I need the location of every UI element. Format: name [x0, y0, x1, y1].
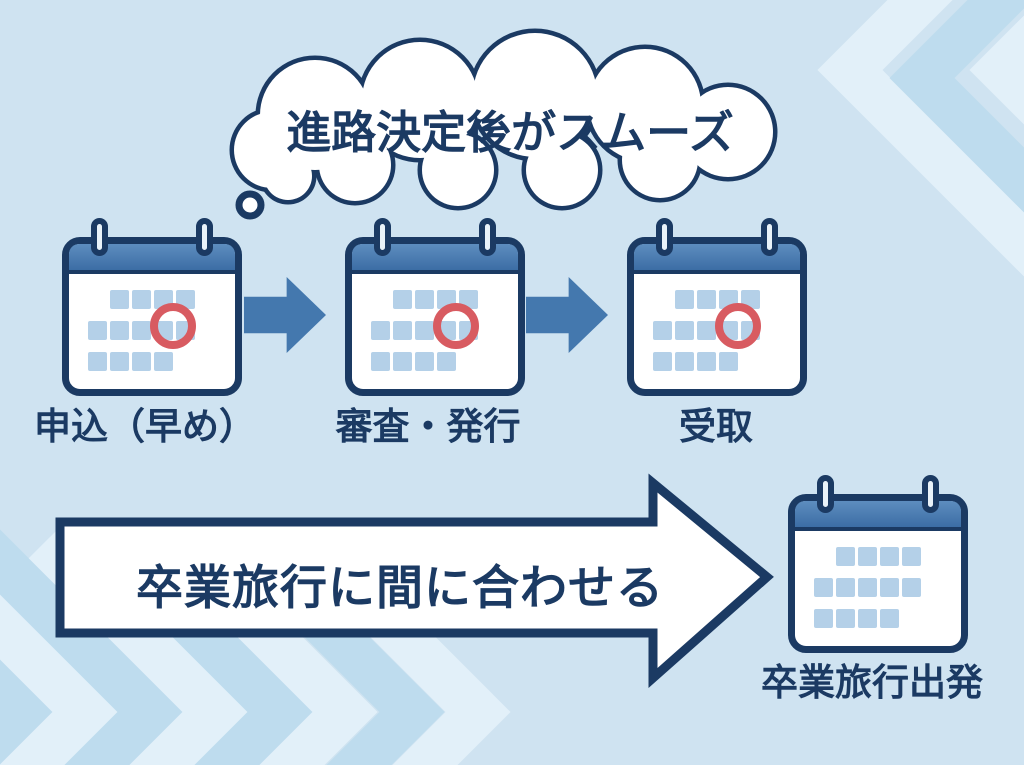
calendar-empty-cell [653, 290, 672, 309]
big-right-arrow [55, 473, 774, 688]
step-label-apply: 申込（早め） [34, 406, 256, 447]
calendar-day-cell [371, 321, 390, 340]
calendar-empty-cell [814, 547, 833, 566]
red-circle-marked-date [150, 303, 196, 349]
calendar-day-cell [415, 290, 434, 309]
chevron-left-icon [889, 0, 1024, 213]
calendar-day-cell [132, 290, 151, 309]
calendar-date-grid [88, 290, 195, 371]
calendar-day-cell [415, 321, 434, 340]
calendar-day-cell [675, 290, 694, 309]
calendar-day-cell [880, 609, 899, 628]
calendar-binder-ring [479, 218, 496, 256]
calendar-day-cell [836, 547, 855, 566]
calendar-day-cell [858, 578, 877, 597]
calendar-day-cell [371, 352, 390, 371]
calendar-empty-cell [88, 290, 107, 309]
calendar-icon-departure [788, 475, 968, 653]
calendar-empty-cell [371, 290, 390, 309]
calendar-binder-ring [374, 218, 391, 256]
calendar-day-cell [836, 609, 855, 628]
calendar-day-cell [393, 321, 412, 340]
calendar-day-cell [132, 352, 151, 371]
calendar-day-cell [902, 578, 921, 597]
chevron-left-icon [969, 15, 1024, 125]
calendar-day-cell [88, 321, 107, 340]
calendar-day-cell [88, 352, 107, 371]
calendar-empty-cell [741, 352, 760, 371]
chevron-right-icon [0, 529, 183, 765]
calendar-day-cell [154, 352, 173, 371]
calendar-day-cell [415, 352, 434, 371]
calendar-day-cell [653, 352, 672, 371]
chevron-right-icon [0, 594, 118, 765]
step-label-screening: 審査・発行 [335, 406, 521, 447]
calendar-binder-ring [761, 218, 778, 256]
calendar-date-grid [653, 290, 760, 371]
step-label-receive: 受取 [679, 406, 753, 447]
flow-arrow-caption: 卒業旅行に間に合わせる [136, 561, 664, 614]
calendar-day-cell [675, 321, 694, 340]
calendar-icon-screening [345, 218, 525, 396]
calendar-day-cell [697, 290, 716, 309]
calendar-binder-ring [91, 218, 108, 256]
calendar-day-cell [675, 352, 694, 371]
calendar-day-cell [880, 547, 899, 566]
calendar-day-cell [814, 609, 833, 628]
calendar-day-cell [858, 547, 877, 566]
calendar-day-cell [858, 609, 877, 628]
chevron-right-icon [0, 659, 53, 765]
calendar-binder-ring [656, 218, 673, 256]
calendar-binder-ring [196, 218, 213, 256]
red-circle-marked-date [433, 303, 479, 349]
bubble-caption: 進路決定後がスムーズ [286, 107, 734, 158]
calendar-day-cell [110, 352, 129, 371]
calendar-day-cell [836, 578, 855, 597]
calendar-icon-apply [62, 218, 242, 396]
calendar-empty-cell [459, 352, 478, 371]
calendar-empty-cell [902, 609, 921, 628]
calendar-day-cell [814, 578, 833, 597]
thought-bubble [229, 28, 778, 220]
calendar-day-cell [110, 290, 129, 309]
calendar-day-cell [697, 321, 716, 340]
red-circle-marked-date [715, 303, 761, 349]
calendar-day-cell [393, 290, 412, 309]
thought-bubble-tail-dot [235, 190, 265, 220]
calendar-day-cell [132, 321, 151, 340]
calendar-day-cell [110, 321, 129, 340]
calendar-day-cell [653, 321, 672, 340]
calendar-day-cell [719, 352, 738, 371]
calendar-day-cell [393, 352, 412, 371]
calendar-binder-ring [817, 475, 834, 513]
calendar-day-cell [437, 352, 456, 371]
calendar-empty-cell [176, 352, 195, 371]
calendar-icon-receive [627, 218, 807, 396]
chevron-pattern-top-right [817, 0, 1024, 277]
calendar-date-grid [814, 547, 921, 628]
calendar-day-cell [902, 547, 921, 566]
chevron-left-icon [817, 0, 1024, 277]
calendar-binder-ring [922, 475, 939, 513]
calendar-day-cell [697, 352, 716, 371]
calendar-day-cell [880, 578, 899, 597]
departure-label: 卒業旅行出発 [761, 662, 983, 703]
